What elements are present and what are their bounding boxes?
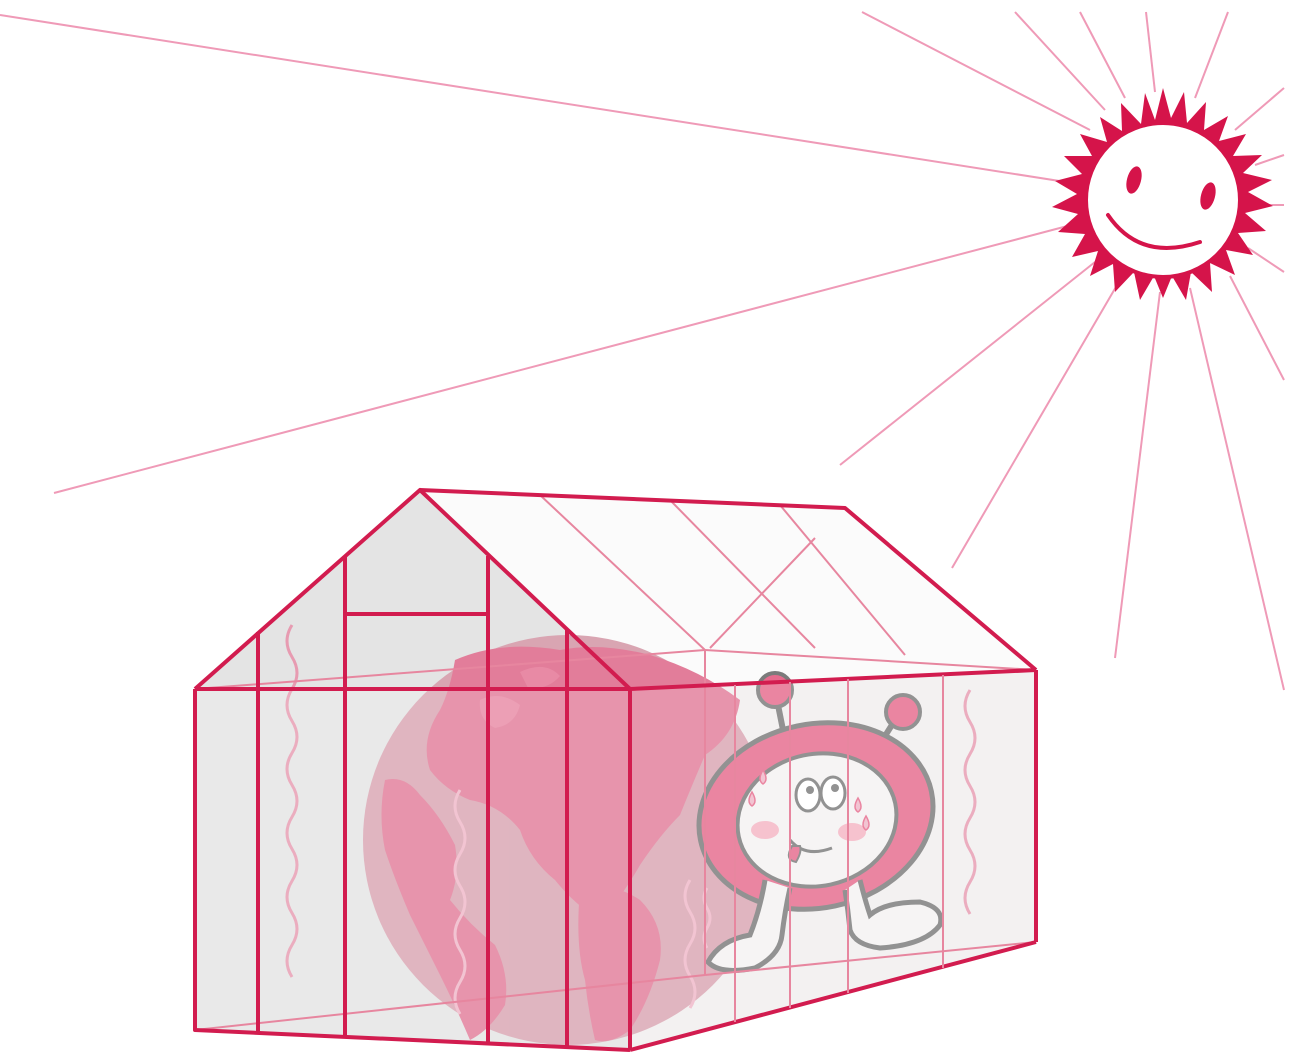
mascot-cheek-right <box>838 823 866 841</box>
mascot-cheek-left <box>751 821 779 839</box>
earth-continent-islands <box>479 666 560 728</box>
mascot-left-leg <box>704 879 793 973</box>
sweat-drop-4 <box>862 814 870 831</box>
earth-continent-americas <box>381 779 507 1040</box>
glass-tint <box>195 670 1036 1050</box>
sun-rays <box>0 11 1285 691</box>
sweating-mascot-icon <box>696 671 944 973</box>
mascot-face <box>735 751 899 889</box>
sun-right-eye <box>1200 182 1216 210</box>
earth-continent-africa <box>578 886 661 1042</box>
smiling-sun-icon <box>1052 88 1273 300</box>
sweat-drop-2 <box>748 790 756 807</box>
heat-waves-left <box>285 624 467 1015</box>
mascot-mouth <box>788 838 833 854</box>
gable-glass <box>195 490 630 689</box>
greenhouse-icon <box>193 488 1038 1052</box>
sun-face <box>1086 123 1240 277</box>
sun-smile <box>1106 213 1202 250</box>
mascot-right-leg <box>842 879 944 951</box>
sun-left-eye <box>1126 166 1142 194</box>
sweat-drop-1 <box>759 768 767 785</box>
mascot-antenna-right <box>884 693 922 731</box>
sweat-drop-3 <box>854 796 862 813</box>
